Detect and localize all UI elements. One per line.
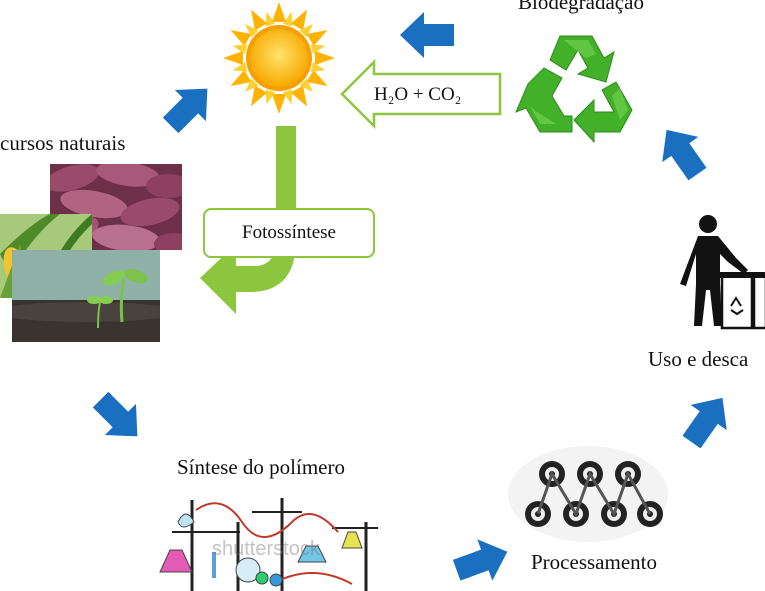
processing-label: Processamento — [531, 550, 657, 574]
natural-resources-label: cursos naturais — [0, 131, 126, 155]
person-disposal-icon — [680, 215, 765, 330]
h2o-co2-label: H₂O + CO₂ — [374, 84, 462, 105]
photosynthesis-arrow — [200, 126, 296, 314]
sweet-potato-photo — [50, 164, 182, 250]
cycle-arrow-processing-to-use — [682, 397, 727, 449]
cycle-arrow-resources-to-synthesis — [92, 391, 138, 437]
seedling-photo — [12, 250, 160, 342]
cycle-arrow-sun-to-resources — [162, 88, 208, 134]
biodegradation-label: Biodegradação — [518, 0, 644, 14]
cycle-arrow-synthesis-to-processing — [452, 539, 508, 581]
photosynthesis-box: Fotossíntese — [203, 208, 375, 258]
watermark-text: shutterstock — [212, 538, 320, 560]
gears-icon — [508, 446, 668, 542]
lab-apparatus-image: shutterstock — [152, 492, 386, 591]
cycle-arrow-biodeg-to-sun — [400, 12, 454, 58]
use-disposal-label: Uso e desca — [648, 347, 749, 371]
polymer-synthesis-label: Síntese do polímero — [177, 455, 345, 479]
sun-icon — [223, 2, 335, 114]
photosynthesis-label: Fotossíntese — [242, 222, 336, 243]
cycle-arrow-use-to-biodeg — [662, 129, 707, 181]
recycle-icon — [515, 35, 633, 144]
h2o-co2-arrow — [340, 58, 502, 130]
